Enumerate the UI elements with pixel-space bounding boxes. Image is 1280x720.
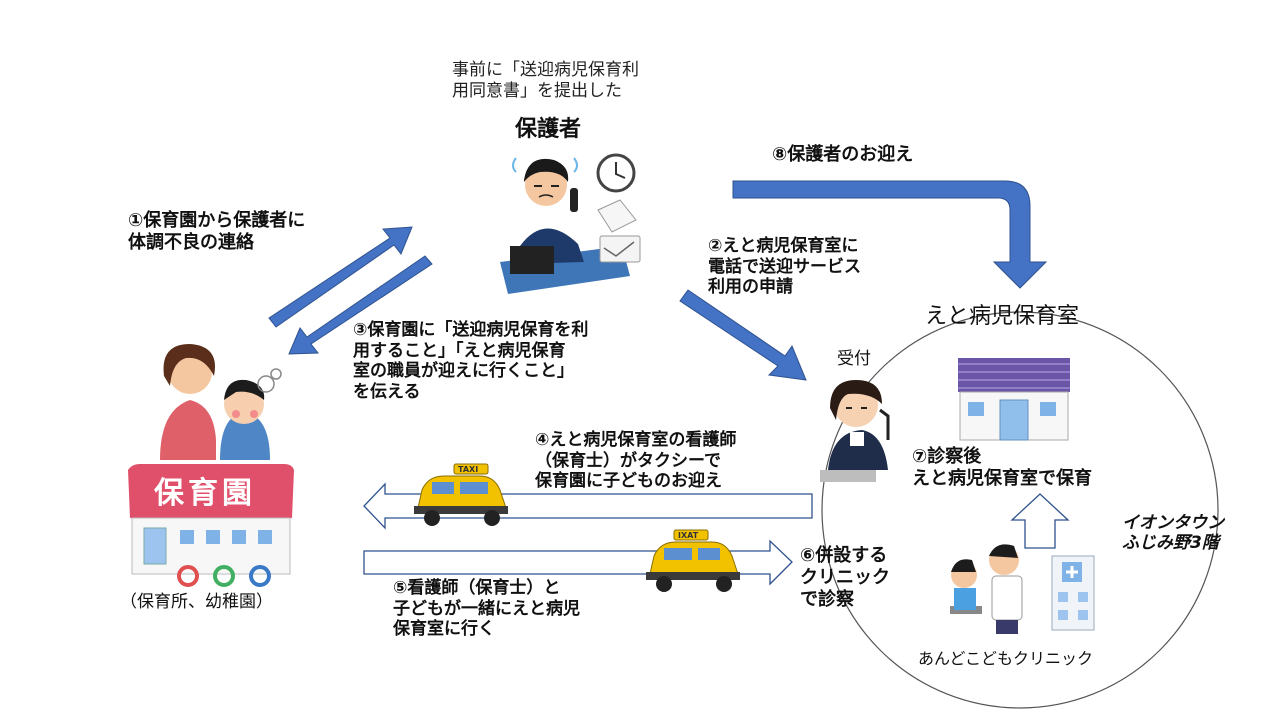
doctor-illustration [950, 544, 1023, 634]
taxi-sign-1: TAXI [458, 465, 479, 474]
mother-child-illustration [160, 344, 282, 460]
clinic-building-illustration [1051, 555, 1095, 631]
step2-label: ②えと病児保育室に 電話で送迎サービス 利用の申請 [708, 236, 861, 298]
parent-label: 保護者 [515, 117, 582, 142]
arrow-step1 [268, 226, 413, 328]
step1-label: ①保育園から保護者に 体調不良の連絡 [128, 210, 306, 253]
arrow-step2 [679, 289, 807, 381]
step4-label: ④えと病児保育室の看護師 （保育士）がタクシーで 保育園に子どものお迎え [535, 430, 737, 492]
taxi-illustration-1 [414, 463, 508, 526]
taxi-illustration-2 [646, 529, 740, 592]
step3-label: ③保育園に「送迎病児保育を利 用すること」「えと病児保育 室の職員が迎えに行くこ… [353, 320, 589, 403]
parent-illustration [500, 153, 641, 294]
clinic-label: あんどこどもクリニック [918, 649, 1094, 668]
reception-label: 受付 [837, 349, 871, 369]
taxi-sign-2: IXAT [678, 531, 699, 540]
arrow-step3 [288, 255, 433, 355]
arrow-step7 [1010, 493, 1070, 549]
step8-label: ⑧保護者のお迎え [772, 144, 914, 165]
step6-label: ⑥併設する クリニック で診察 [800, 545, 890, 610]
nursery-building-illustration [128, 464, 294, 587]
facility-title: えと病児保育室 [925, 304, 1080, 329]
nursery-sign: 保育園 [154, 476, 256, 511]
step7-label: ⑦診察後 えと病児保育室で保育 [912, 446, 1092, 489]
nursery-caption: （保育所、幼稚園） [120, 592, 273, 612]
arrow-step8 [732, 180, 1048, 289]
facility-circle [821, 311, 1219, 709]
step5-label: ⑤看護師（保育士）と 子どもが一緒にえと病児 保育室に行く [393, 578, 580, 640]
facility-building-illustration [958, 358, 1070, 441]
reception-illustration [820, 380, 890, 482]
location-label: イオンタウン ふじみ野3階 [1122, 513, 1224, 553]
consent-note: 事前に「送迎病児保育利 用同意書」を提出した [452, 60, 639, 101]
